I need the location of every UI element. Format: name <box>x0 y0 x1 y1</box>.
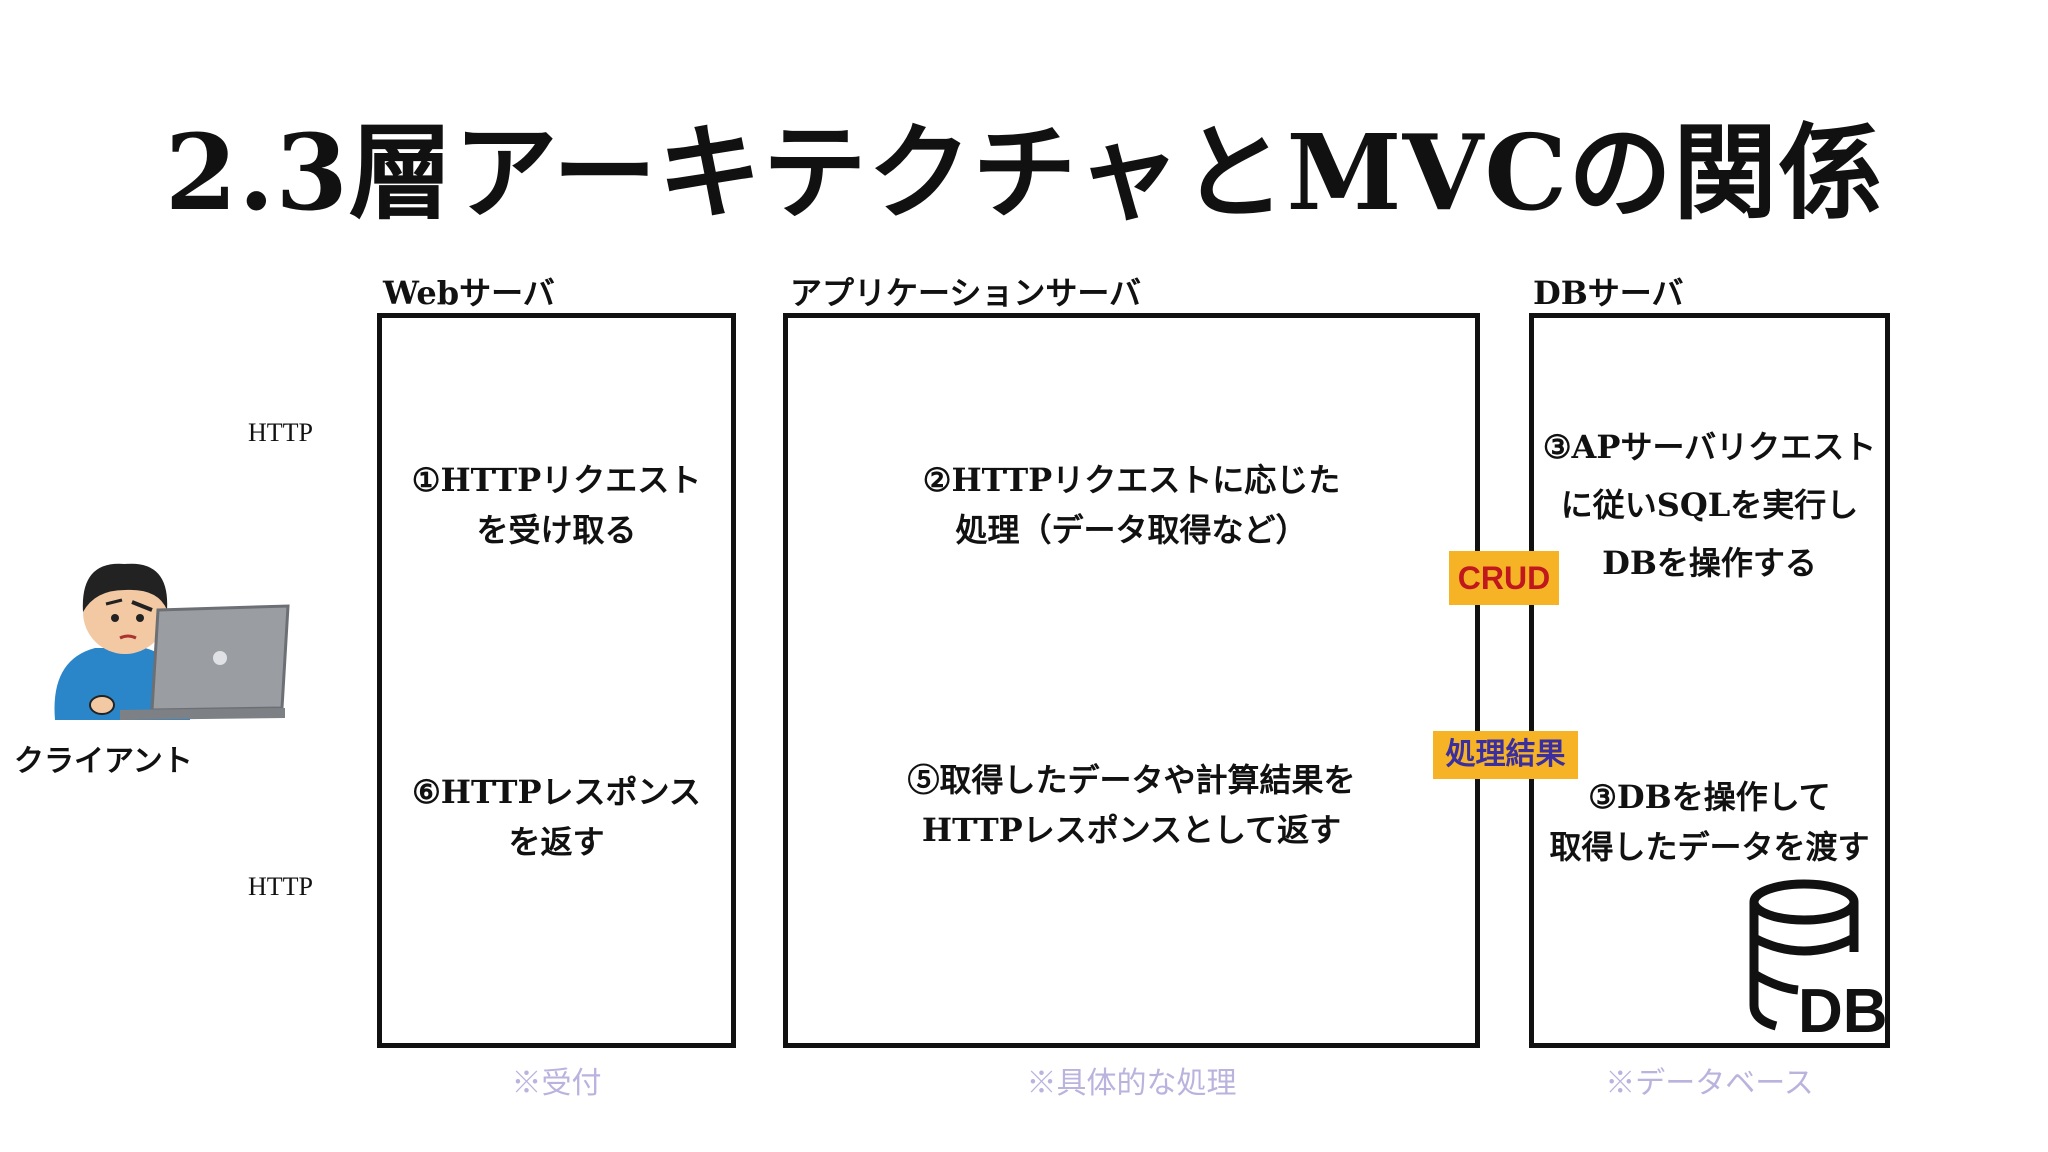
web-server-box <box>377 313 736 1048</box>
web-response-step: ⑥HTTPレスポンス を返す <box>377 767 736 867</box>
step-line: ③DBを操作して <box>1588 778 1831 816</box>
crud-tag: CRUD <box>1449 551 1559 605</box>
app-request-step: ②HTTPリクエストに応じた 処理（データ取得など） <box>783 455 1480 555</box>
app-server-label: アプリケーションサーバ <box>790 274 1142 312</box>
page-title: 2.3層アーキテクチャとMVCの関係 <box>164 111 1884 234</box>
step-line: ①HTTPリクエスト <box>411 461 702 499</box>
person-with-laptop-icon <box>40 530 300 730</box>
app-note: ※具体的な処理 <box>1026 1066 1237 1101</box>
step-line: に従いSQLを実行し <box>1560 486 1859 524</box>
result-tag: 処理結果 <box>1433 731 1578 779</box>
step-line: を返す <box>508 823 605 861</box>
db-note: ※データベース <box>1605 1066 1814 1101</box>
db-server-label: DBサーバ <box>1533 274 1684 312</box>
app-response-step: ⑤取得したデータや計算結果を HTTPレスポンスとして返す <box>783 755 1480 855</box>
http-response-label: HTTP <box>248 872 313 901</box>
db-request-step: ③APサーバリクエスト に従いSQLを実行し DBを操作する <box>1529 418 1890 592</box>
db-icon-text: DB <box>1798 977 1888 1046</box>
step-line: HTTPレスポンスとして返す <box>921 811 1342 849</box>
step-line: 処理（データ取得など） <box>955 511 1308 549</box>
database-icon: DB <box>1748 879 1888 1046</box>
step-line: ⑤取得したデータや計算結果を <box>907 761 1356 799</box>
db-server-box <box>1529 313 1890 1048</box>
http-request-label: HTTP <box>248 418 313 447</box>
client-label: クライアント <box>14 745 193 778</box>
step-line: ③APサーバリクエスト <box>1542 428 1877 466</box>
step-line: 取得したデータを渡す <box>1549 828 1870 866</box>
db-response-step: ③DBを操作して 取得したデータを渡す <box>1529 772 1890 872</box>
web-request-step: ①HTTPリクエスト を受け取る <box>377 455 736 555</box>
web-server-label: Webサーバ <box>383 274 555 312</box>
web-note: ※受付 <box>511 1066 602 1101</box>
step-line: を受け取る <box>476 511 637 549</box>
step-line: ⑥HTTPレスポンス <box>412 773 701 811</box>
step-line: ②HTTPリクエストに応じた <box>922 461 1341 499</box>
step-line: DBを操作する <box>1602 544 1817 582</box>
app-server-box <box>783 313 1480 1048</box>
